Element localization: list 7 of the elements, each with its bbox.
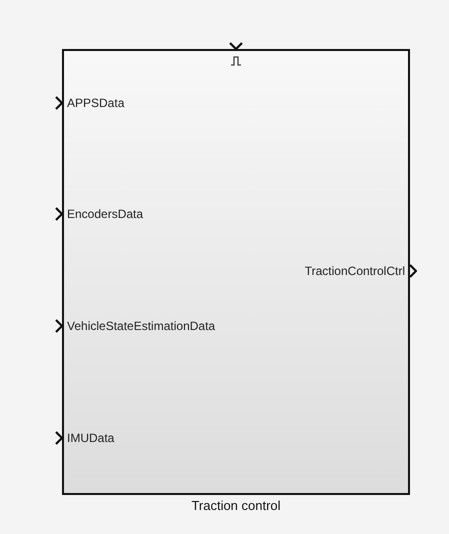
output-port-label: TractionControlCtrl xyxy=(304,264,405,278)
input-port-label: EncodersData xyxy=(67,207,144,221)
input-port-label: APPSData xyxy=(67,96,124,110)
input-port-label: VehicleStateEstimationData xyxy=(67,319,216,333)
subsystem-block xyxy=(62,49,410,495)
block-caption: Traction control xyxy=(190,498,282,513)
input-port-label: IMUData xyxy=(67,431,114,445)
